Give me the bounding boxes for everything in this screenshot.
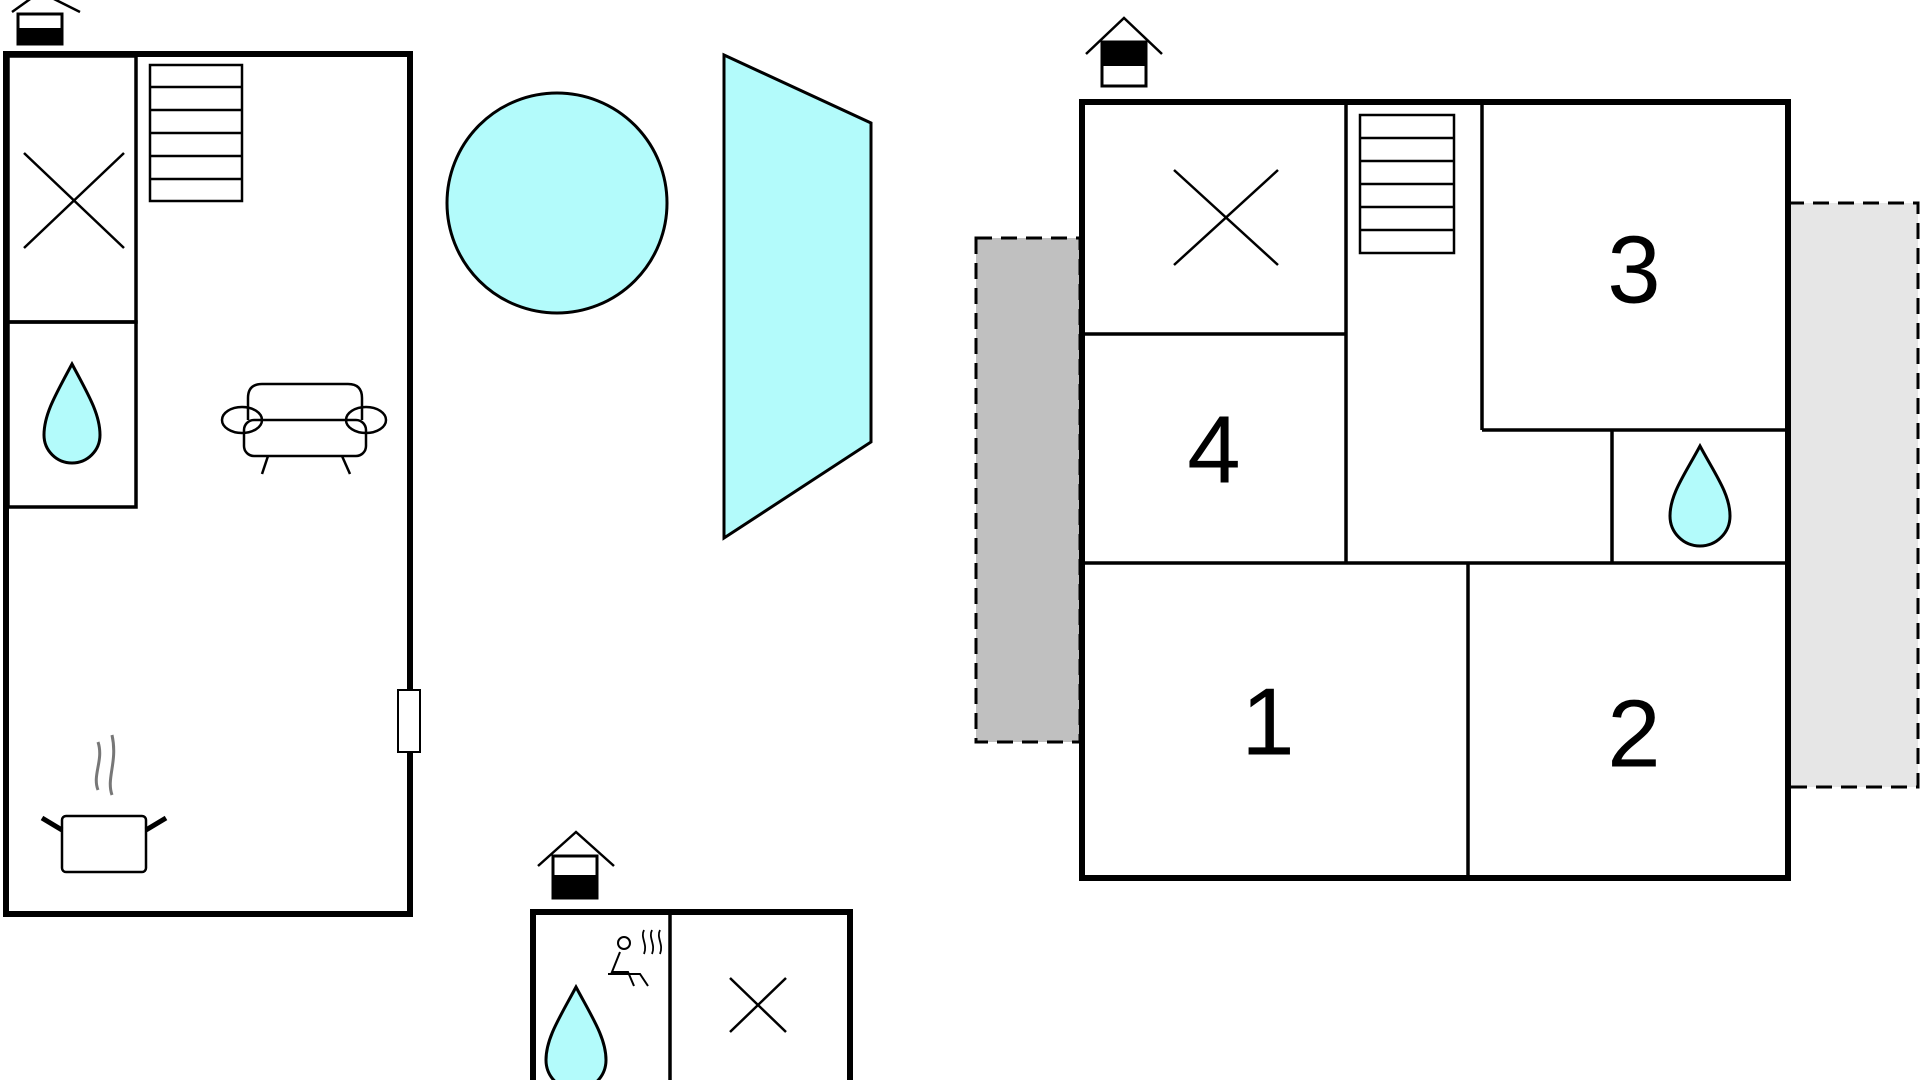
room-number-4: 4 bbox=[1187, 397, 1240, 504]
toilet-cross-icon bbox=[23, 152, 125, 249]
stairs-icon bbox=[148, 63, 244, 203]
room-number-3: 3 bbox=[1607, 217, 1660, 324]
bottom-building-outline bbox=[530, 909, 853, 1080]
right-building: 3 4 1 2 bbox=[974, 16, 1920, 881]
entrance-icon bbox=[537, 830, 615, 900]
room-number-1: 1 bbox=[1241, 669, 1294, 776]
toilet-cross-icon bbox=[1173, 169, 1279, 266]
right-building-outline bbox=[1079, 99, 1791, 881]
terrace-right bbox=[1786, 201, 1920, 789]
pool-round-icon bbox=[445, 91, 669, 315]
water-drop-icon bbox=[1668, 442, 1732, 548]
left-building bbox=[3, 0, 421, 917]
sauna-icon bbox=[608, 929, 663, 987]
water-drop-icon bbox=[42, 360, 102, 465]
bottom-building bbox=[530, 830, 853, 1080]
toilet-cross-icon bbox=[729, 977, 787, 1033]
stairs-icon bbox=[1358, 113, 1456, 255]
entrance-icon bbox=[1085, 16, 1163, 88]
pool-trapezoid-icon bbox=[722, 52, 873, 541]
sofa-icon bbox=[220, 382, 388, 475]
bathroom bbox=[6, 320, 138, 509]
door-icon bbox=[397, 689, 421, 753]
terrace-left bbox=[974, 236, 1082, 744]
left-building-outline bbox=[3, 51, 413, 917]
cooking-pot-icon bbox=[40, 734, 168, 874]
entrance-icon bbox=[11, 0, 81, 46]
wc-room bbox=[6, 54, 138, 324]
room-number-2: 2 bbox=[1607, 681, 1660, 788]
water-drop-icon bbox=[544, 983, 608, 1080]
